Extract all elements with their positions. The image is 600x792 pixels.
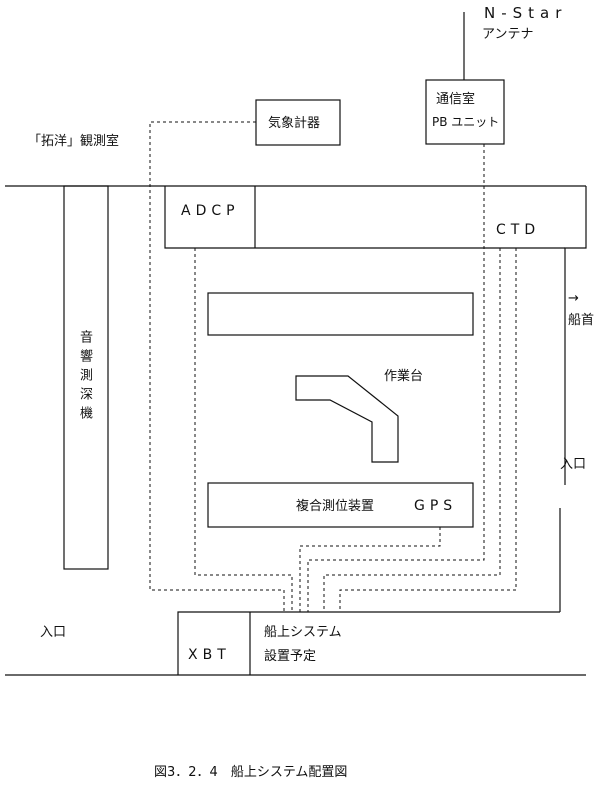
system-label: 船上システム bbox=[264, 625, 342, 640]
gps-label: GPS bbox=[414, 498, 458, 514]
shelf bbox=[207, 292, 474, 336]
positioning-label: 複合測位装置 bbox=[296, 499, 375, 514]
comm-room-label: 通信室 bbox=[436, 92, 476, 107]
cable-comm bbox=[307, 144, 485, 612]
cable-gps bbox=[299, 527, 441, 612]
sonar-cabinet bbox=[63, 185, 109, 570]
room-right-wall bbox=[564, 186, 587, 485]
install-plan-label: 設置予定 bbox=[264, 649, 317, 664]
positioning-unit bbox=[207, 482, 474, 528]
cable-weather bbox=[149, 121, 285, 612]
observatory-label: 「拓洋」観測室 bbox=[28, 134, 120, 149]
cable-ctd-2 bbox=[339, 248, 517, 612]
system-box bbox=[177, 611, 560, 675]
figure-caption: 図3．2．4 船上システム配置図 bbox=[154, 765, 348, 780]
adcp-label: ADCP bbox=[181, 203, 240, 219]
cable-ctd-1 bbox=[323, 248, 501, 612]
pb-unit-label: PB ユニット bbox=[432, 115, 500, 129]
workbench-shape bbox=[295, 375, 399, 463]
bow-label: → 船首 bbox=[568, 291, 595, 328]
comm-box bbox=[425, 79, 505, 145]
entrance-left-label: 入口 bbox=[40, 625, 67, 640]
entrance-right-label: 入口 bbox=[560, 457, 587, 472]
ctd-label: CTD bbox=[496, 222, 541, 238]
sonar-label: 音響測深機 bbox=[77, 330, 92, 425]
adcp-ctd-cabinet bbox=[164, 186, 565, 249]
nstar-label: N-Star bbox=[484, 4, 568, 22]
cable-adcp bbox=[194, 248, 293, 612]
workbench-label: 作業台 bbox=[384, 369, 424, 384]
weather-label: 気象計器 bbox=[268, 116, 321, 131]
xbt-label: XBT bbox=[188, 647, 231, 663]
antenna-label: アンテナ bbox=[482, 27, 534, 42]
